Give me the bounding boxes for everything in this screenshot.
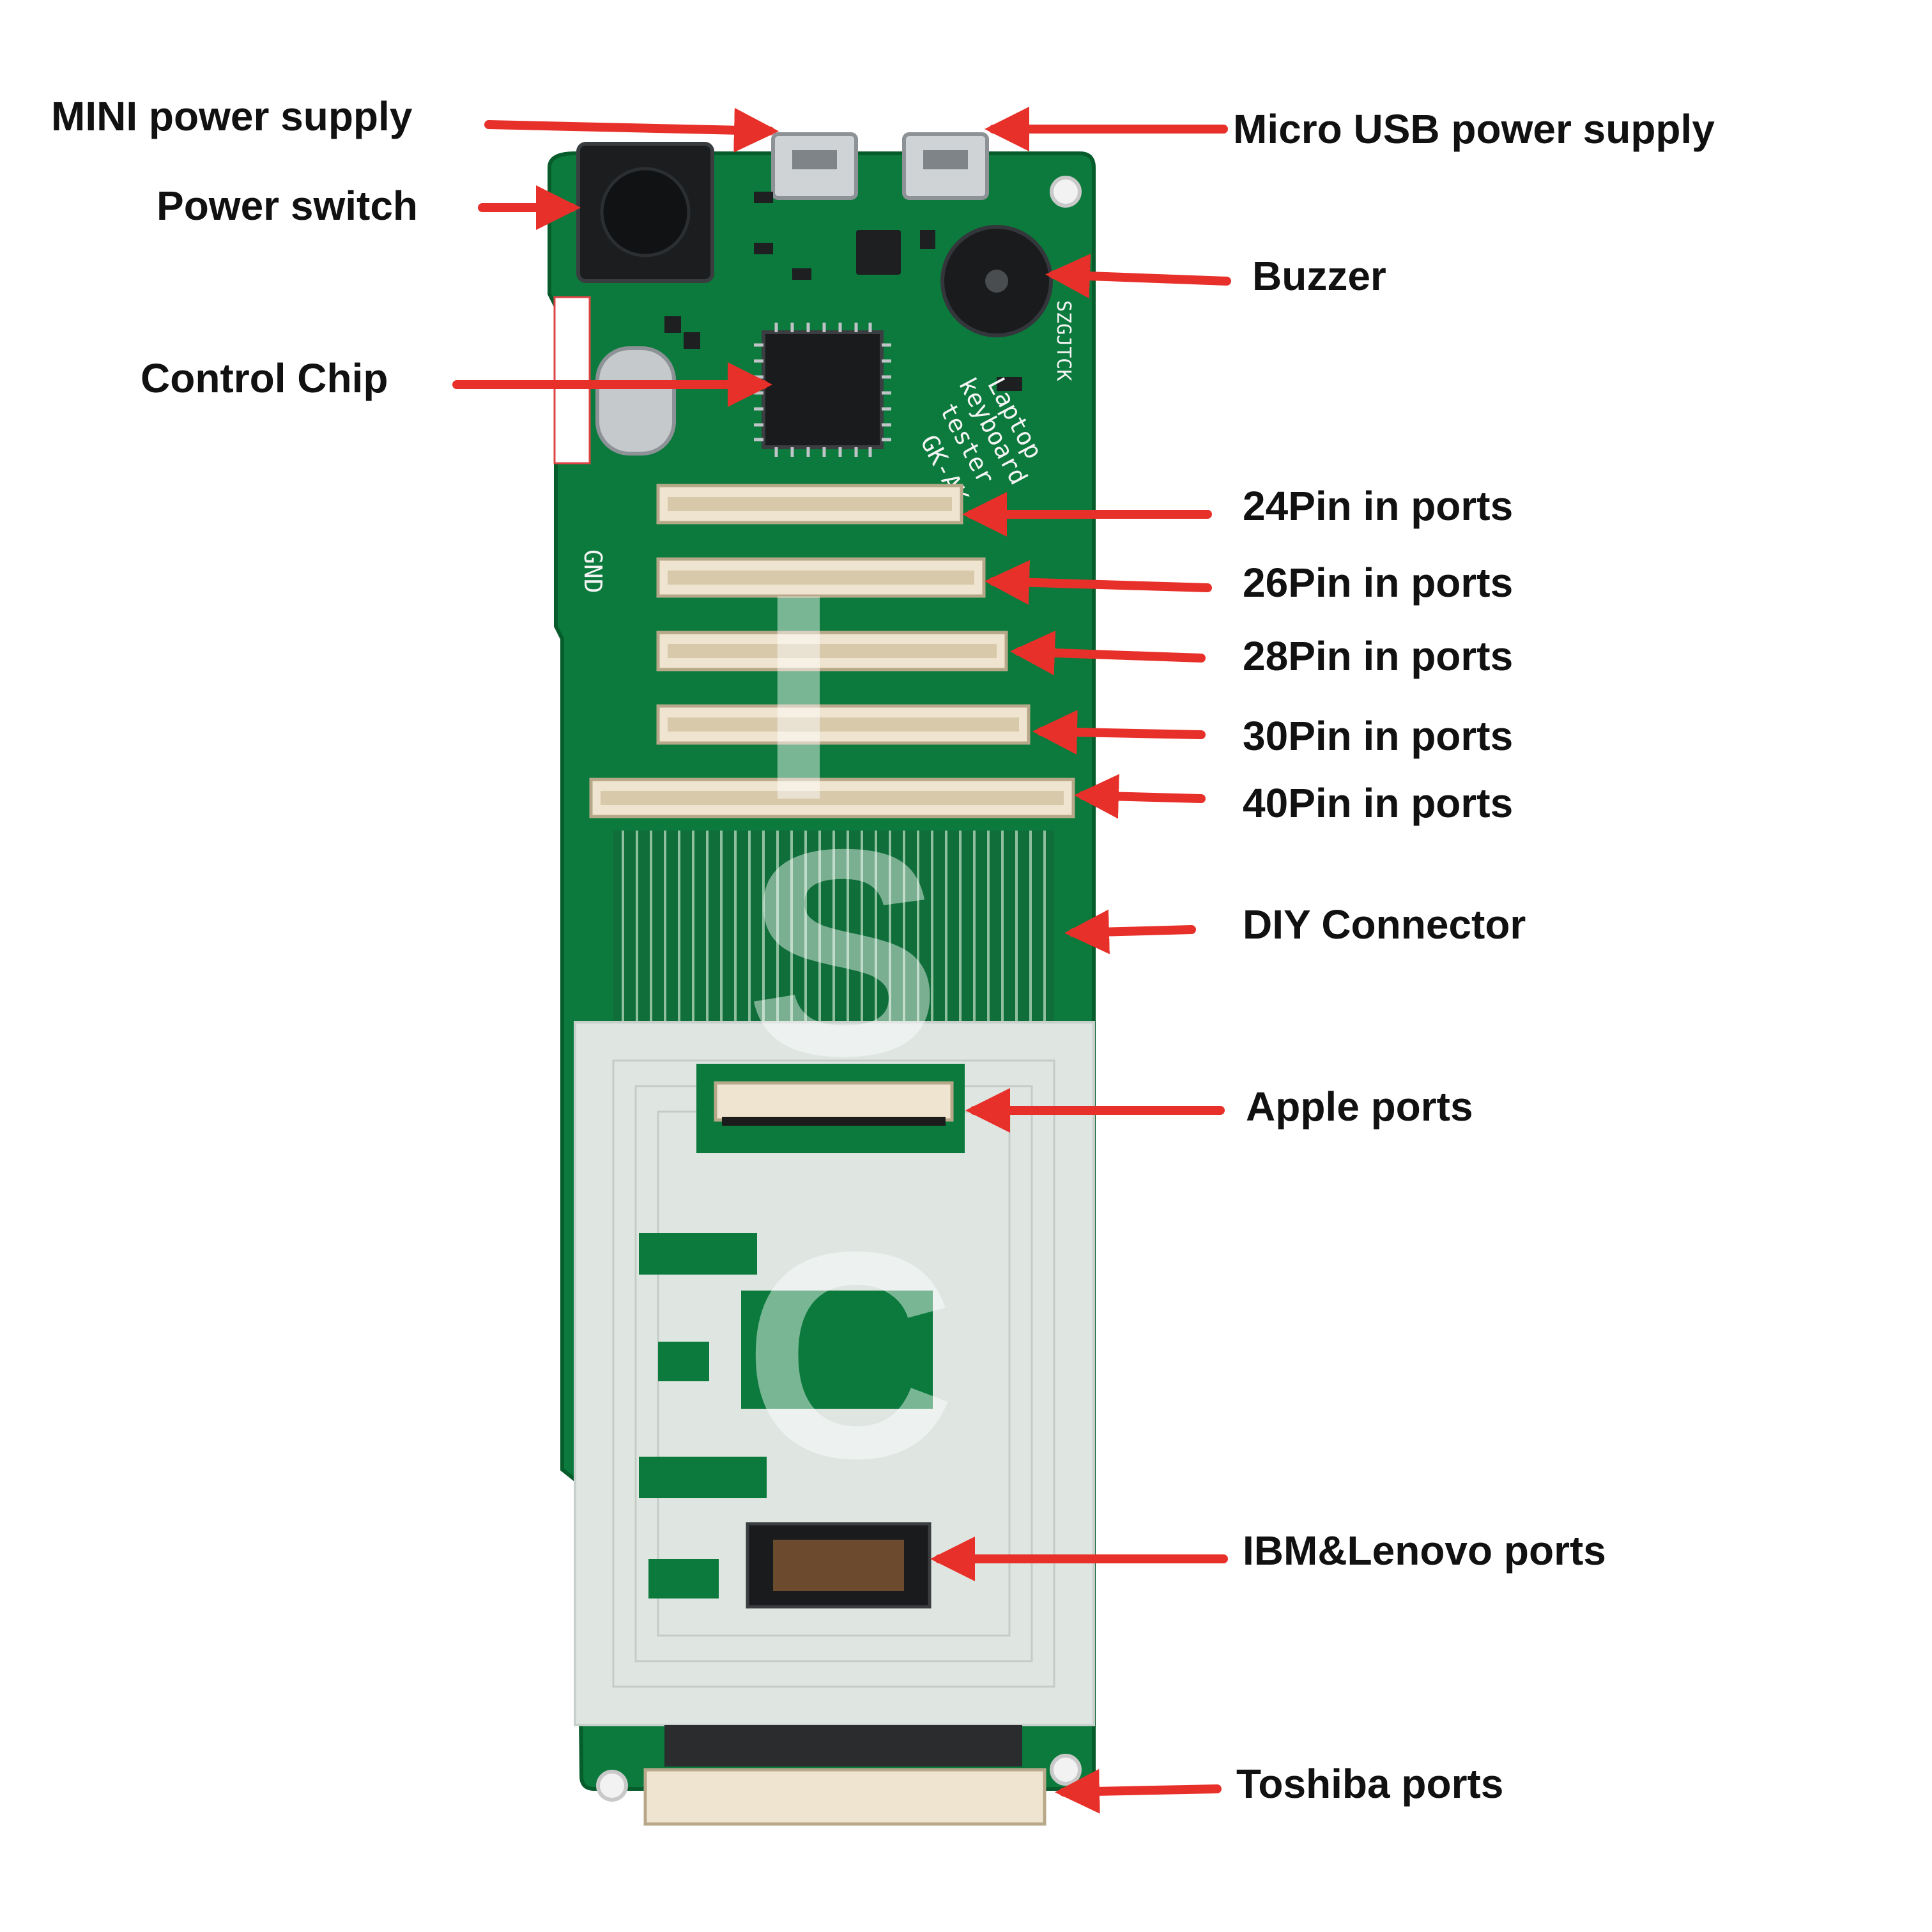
label-control-chip: Control Chip bbox=[141, 355, 388, 401]
board-gnd: GND bbox=[579, 549, 607, 594]
callout-arrows bbox=[452, 107, 1231, 1814]
header-block bbox=[639, 1233, 757, 1275]
direction-marker bbox=[658, 1342, 709, 1381]
arrow-28pin bbox=[1010, 630, 1206, 675]
watermark: I S C bbox=[744, 533, 956, 1519]
direction-marker bbox=[648, 1559, 719, 1598]
connector-40pin bbox=[589, 778, 1075, 818]
label-24pin-ports: 24Pin in ports bbox=[1243, 483, 1514, 529]
label-micro-usb-power-supply: Micro USB power supply bbox=[1233, 106, 1715, 152]
ibm-lenovo-port-component bbox=[746, 1522, 931, 1609]
power-switch-component bbox=[576, 142, 714, 283]
connector-30pin bbox=[656, 704, 1031, 745]
connector-28pin bbox=[656, 631, 1008, 671]
label-diy-connector: DIY Connector bbox=[1243, 901, 1526, 947]
label-apple-ports: Apple ports bbox=[1246, 1084, 1473, 1130]
control-chip-component bbox=[754, 323, 891, 457]
arrow-diy bbox=[1064, 909, 1196, 954]
middle-pad-block bbox=[741, 1291, 933, 1409]
watermark-letter-3: C bbox=[744, 1192, 956, 1519]
label-toshiba-ports: Toshiba ports bbox=[1236, 1761, 1504, 1807]
pin-connectors bbox=[589, 484, 1075, 818]
label-power-switch: Power switch bbox=[157, 183, 418, 229]
label-30pin-ports: 30Pin in ports bbox=[1243, 713, 1514, 759]
micro-usb-connector bbox=[902, 132, 989, 200]
arrow-mini-power bbox=[484, 107, 779, 153]
label-ibm-lenovo-ports: IBM&Lenovo ports bbox=[1243, 1528, 1606, 1574]
arrow-toshiba bbox=[1055, 1768, 1222, 1814]
apple-port-component bbox=[696, 1064, 965, 1153]
board-side-code: SZGJTCK bbox=[1052, 300, 1075, 381]
connector-26pin bbox=[656, 557, 986, 598]
diy-connector-traces bbox=[613, 831, 1054, 1022]
arrow-40pin bbox=[1074, 774, 1206, 819]
arrow-30pin bbox=[1032, 710, 1206, 755]
label-mini-power-supply: MINI power supply bbox=[51, 93, 413, 139]
label-28pin-ports: 28Pin in ports bbox=[1243, 633, 1514, 679]
arrow-26pin bbox=[985, 560, 1212, 605]
mount-hole bbox=[596, 1770, 628, 1802]
watermark-letter-2: S bbox=[746, 789, 942, 1117]
crystal-oscillator bbox=[595, 346, 676, 456]
label-40pin-ports: 40Pin in ports bbox=[1243, 780, 1514, 826]
mini-usb-connector bbox=[771, 132, 858, 200]
connector-24pin bbox=[656, 484, 963, 525]
arrow-buzzer bbox=[1045, 254, 1231, 299]
lower-port-panel bbox=[574, 1021, 1095, 1726]
label-buzzer: Buzzer bbox=[1252, 253, 1386, 299]
buzzer-component bbox=[940, 225, 1053, 337]
mount-hole bbox=[1050, 1754, 1082, 1786]
toshiba-port-component bbox=[643, 1725, 1046, 1826]
label-26pin-ports: 26Pin in ports bbox=[1243, 560, 1514, 606]
header-block bbox=[639, 1457, 767, 1498]
mount-hole bbox=[1050, 176, 1082, 208]
watermark-letter-1: I bbox=[758, 533, 839, 861]
smd-components bbox=[664, 192, 1022, 391]
